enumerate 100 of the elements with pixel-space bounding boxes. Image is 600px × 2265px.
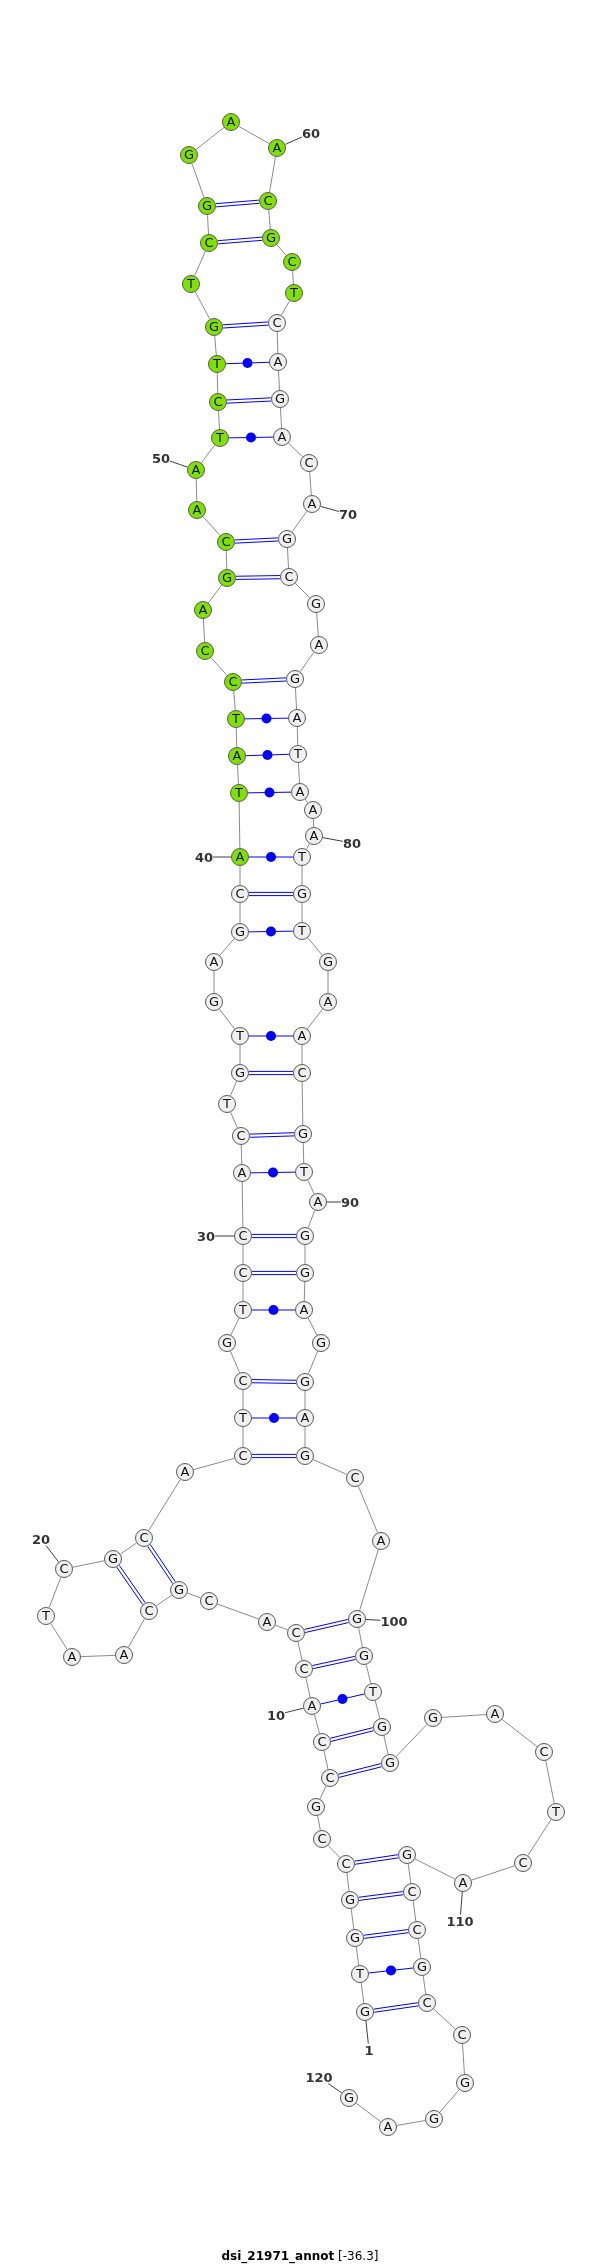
leader-line <box>327 2083 343 2094</box>
backbone-line <box>306 1008 324 1030</box>
backbone-line <box>148 1479 181 1531</box>
nucleotide-circle: A <box>188 501 206 519</box>
position-number: 60 <box>301 126 321 140</box>
backbone-line <box>219 938 235 956</box>
leader-line <box>326 1201 342 1203</box>
nucleotide-circle: A <box>304 801 322 819</box>
backbone-line <box>242 1389 244 1410</box>
backbone-line <box>292 270 294 285</box>
nucleotide-circle: G <box>340 2089 358 2107</box>
nucleotide-circle: T <box>211 429 229 447</box>
backbone-line <box>312 818 315 828</box>
nucleotide-circle: A <box>63 1648 81 1666</box>
backbone-line <box>317 1815 321 1831</box>
base-pair-line <box>251 1270 297 1276</box>
nucleotide-circle: G <box>424 1709 442 1727</box>
backbone-line <box>305 1677 311 1698</box>
backbone-line <box>276 244 287 256</box>
nucleotide-circle: T <box>293 922 311 940</box>
backbone-line <box>358 1627 363 1648</box>
base-pair-line <box>248 891 294 897</box>
nucleotide-circle: T <box>182 275 200 293</box>
position-number: 40 <box>194 850 214 864</box>
backbone-line <box>276 331 279 354</box>
nucleotide-circle: T <box>218 1095 236 1113</box>
caption-text: dsi_21971_annot [-36.3] <box>221 2249 379 2263</box>
backbone-line <box>395 1724 428 1757</box>
backbone-line <box>279 407 283 429</box>
backbone-line <box>304 1426 306 1448</box>
nucleotide-circle: T <box>37 1607 55 1625</box>
backbone-line <box>127 1618 146 1648</box>
backbone-line <box>155 1594 173 1607</box>
backbone-line <box>214 335 217 356</box>
position-number: 80 <box>342 836 362 850</box>
leader-line <box>365 2020 369 2044</box>
base-pair-line <box>222 321 269 329</box>
backbone-line <box>268 209 271 230</box>
nucleotide-circle: C <box>140 1602 158 1620</box>
backbone-line <box>307 1317 318 1336</box>
leader-line <box>320 505 340 512</box>
backbone-line <box>316 612 319 637</box>
nucleotide-circle: G <box>307 1798 325 1816</box>
nucleotide-circle: G <box>319 953 337 971</box>
backbone-line <box>213 970 215 994</box>
backbone-line <box>301 1081 304 1126</box>
nucleotide-circle: C <box>514 1854 532 1872</box>
backbone-line <box>296 726 299 746</box>
nucleotide-circle: G <box>218 569 236 587</box>
base-pair-line <box>337 1763 383 1778</box>
nucleotide-circle: C <box>313 1733 331 1751</box>
leader-line <box>214 1235 235 1237</box>
nucleotide-circle: C <box>313 1830 331 1848</box>
nucleotide-circle: G <box>413 1958 431 1976</box>
nucleotide-circle: C <box>234 1227 252 1245</box>
backbone-line <box>365 1664 372 1684</box>
nucleotide-circle: C <box>259 192 277 210</box>
nucleotide-circle: G <box>180 146 198 164</box>
backbone-line <box>242 1244 244 1265</box>
base-pair-line <box>226 397 272 404</box>
base-pair-line <box>251 1233 297 1239</box>
backbone-line <box>350 1908 355 1930</box>
nucleotide-circle: C <box>346 1469 364 1487</box>
nucleotide-circle: G <box>341 1891 359 1909</box>
backbone-line <box>194 250 206 277</box>
nucleotide-circle: G <box>170 1581 188 1599</box>
backbone-line <box>327 1845 341 1858</box>
nucleotide-circle: G <box>296 1264 314 1282</box>
nucleotide-circle: C <box>231 885 249 903</box>
base-pair-line <box>303 1618 350 1634</box>
nucleotide-circle: T <box>227 710 245 728</box>
nucleotide-circle: G <box>205 993 223 1011</box>
backbone-line <box>407 1863 412 1884</box>
base-pair-line <box>248 852 294 862</box>
backbone-line <box>307 1350 319 1375</box>
backbone-line <box>269 156 276 193</box>
backbone-line <box>305 843 311 850</box>
nucleotide-circle: T <box>208 355 226 373</box>
nucleotide-circle: C <box>321 1769 339 1787</box>
nucleotide-circle: C <box>234 1372 252 1390</box>
backbone-line <box>359 1549 379 1611</box>
backbone-line <box>360 1982 365 2004</box>
base-pair-line <box>116 1565 146 1605</box>
base-pair-line <box>251 1379 297 1384</box>
backbone-line <box>291 510 308 533</box>
backbone-line <box>303 1281 306 1302</box>
nucleotide-circle: T <box>234 1409 252 1427</box>
backbone-line <box>242 1281 244 1302</box>
nucleotide-circle: C <box>287 1624 305 1642</box>
nucleotide-circle: A <box>288 709 306 727</box>
backbone-line <box>238 125 270 145</box>
nucleotide-circle: A <box>379 2118 397 2136</box>
backbone-line <box>301 865 303 886</box>
nucleotide-circle: C <box>280 568 298 586</box>
backbone-line <box>355 2102 382 2123</box>
nucleotide-circle: A <box>291 783 309 801</box>
backbone-line <box>218 410 220 430</box>
backbone-line <box>200 444 216 464</box>
base-pair-line <box>235 575 281 580</box>
nucleotide-circle: G <box>262 229 280 247</box>
